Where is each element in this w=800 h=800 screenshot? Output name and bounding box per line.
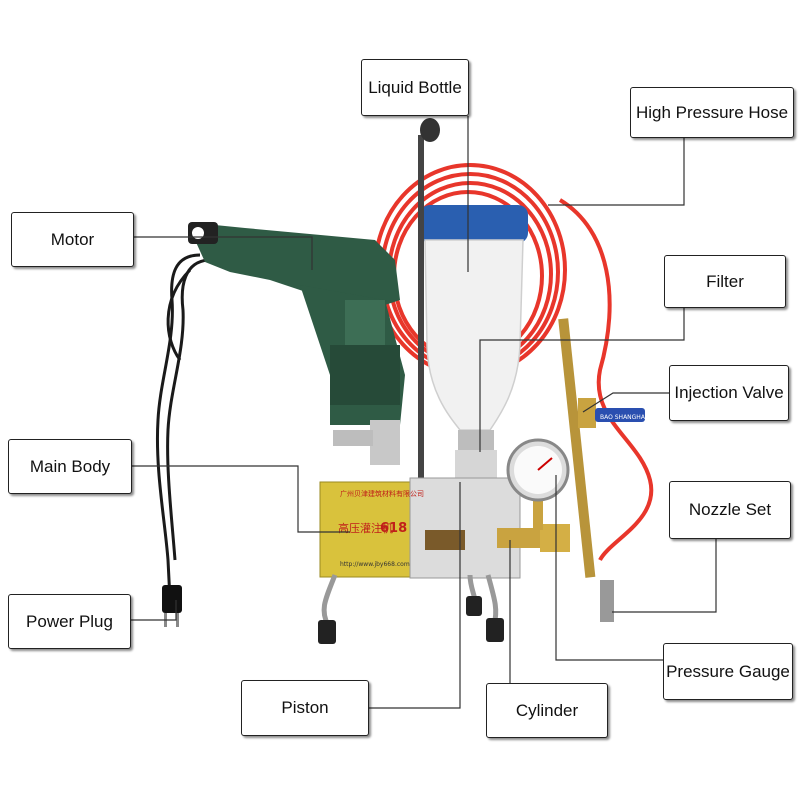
pressure-gauge-shape xyxy=(506,438,570,530)
label-cylinder: Cylinder xyxy=(486,683,608,738)
plate-model-no: 618 xyxy=(380,521,407,536)
drill-motor-shape xyxy=(188,222,405,465)
liquid-bottle-shape xyxy=(420,205,528,480)
label-pressure-gauge: Pressure Gauge xyxy=(663,643,793,700)
label-nozzle-set: Nozzle Set xyxy=(669,481,791,539)
plate-url: http://www.jby668.com xyxy=(340,561,410,568)
leader-lines xyxy=(131,116,717,709)
label-injection-valve: Injection Valve xyxy=(669,365,789,421)
valve-tag: BAO SHANGHAI xyxy=(600,414,647,421)
label-filter: Filter xyxy=(664,255,786,308)
label-high-pressure-hose: High Pressure Hose xyxy=(630,87,794,138)
label-main-body: Main Body xyxy=(8,439,132,494)
label-liquid-bottle: Liquid Bottle xyxy=(361,59,469,116)
injection-valve-shape xyxy=(558,318,645,622)
cylinder-fittings xyxy=(497,524,570,552)
support-rod xyxy=(418,118,440,485)
plate-model-cn: 高压灌注机 xyxy=(338,521,393,535)
label-motor: Motor xyxy=(11,212,134,267)
plate-title: 广州贝津建筑材料有限公司 xyxy=(340,489,424,498)
power-cord xyxy=(155,253,209,601)
label-power-plug: Power Plug xyxy=(8,594,131,649)
machine-feet xyxy=(318,596,504,644)
label-piston: Piston xyxy=(241,680,369,736)
power-plug-shape xyxy=(162,585,182,627)
